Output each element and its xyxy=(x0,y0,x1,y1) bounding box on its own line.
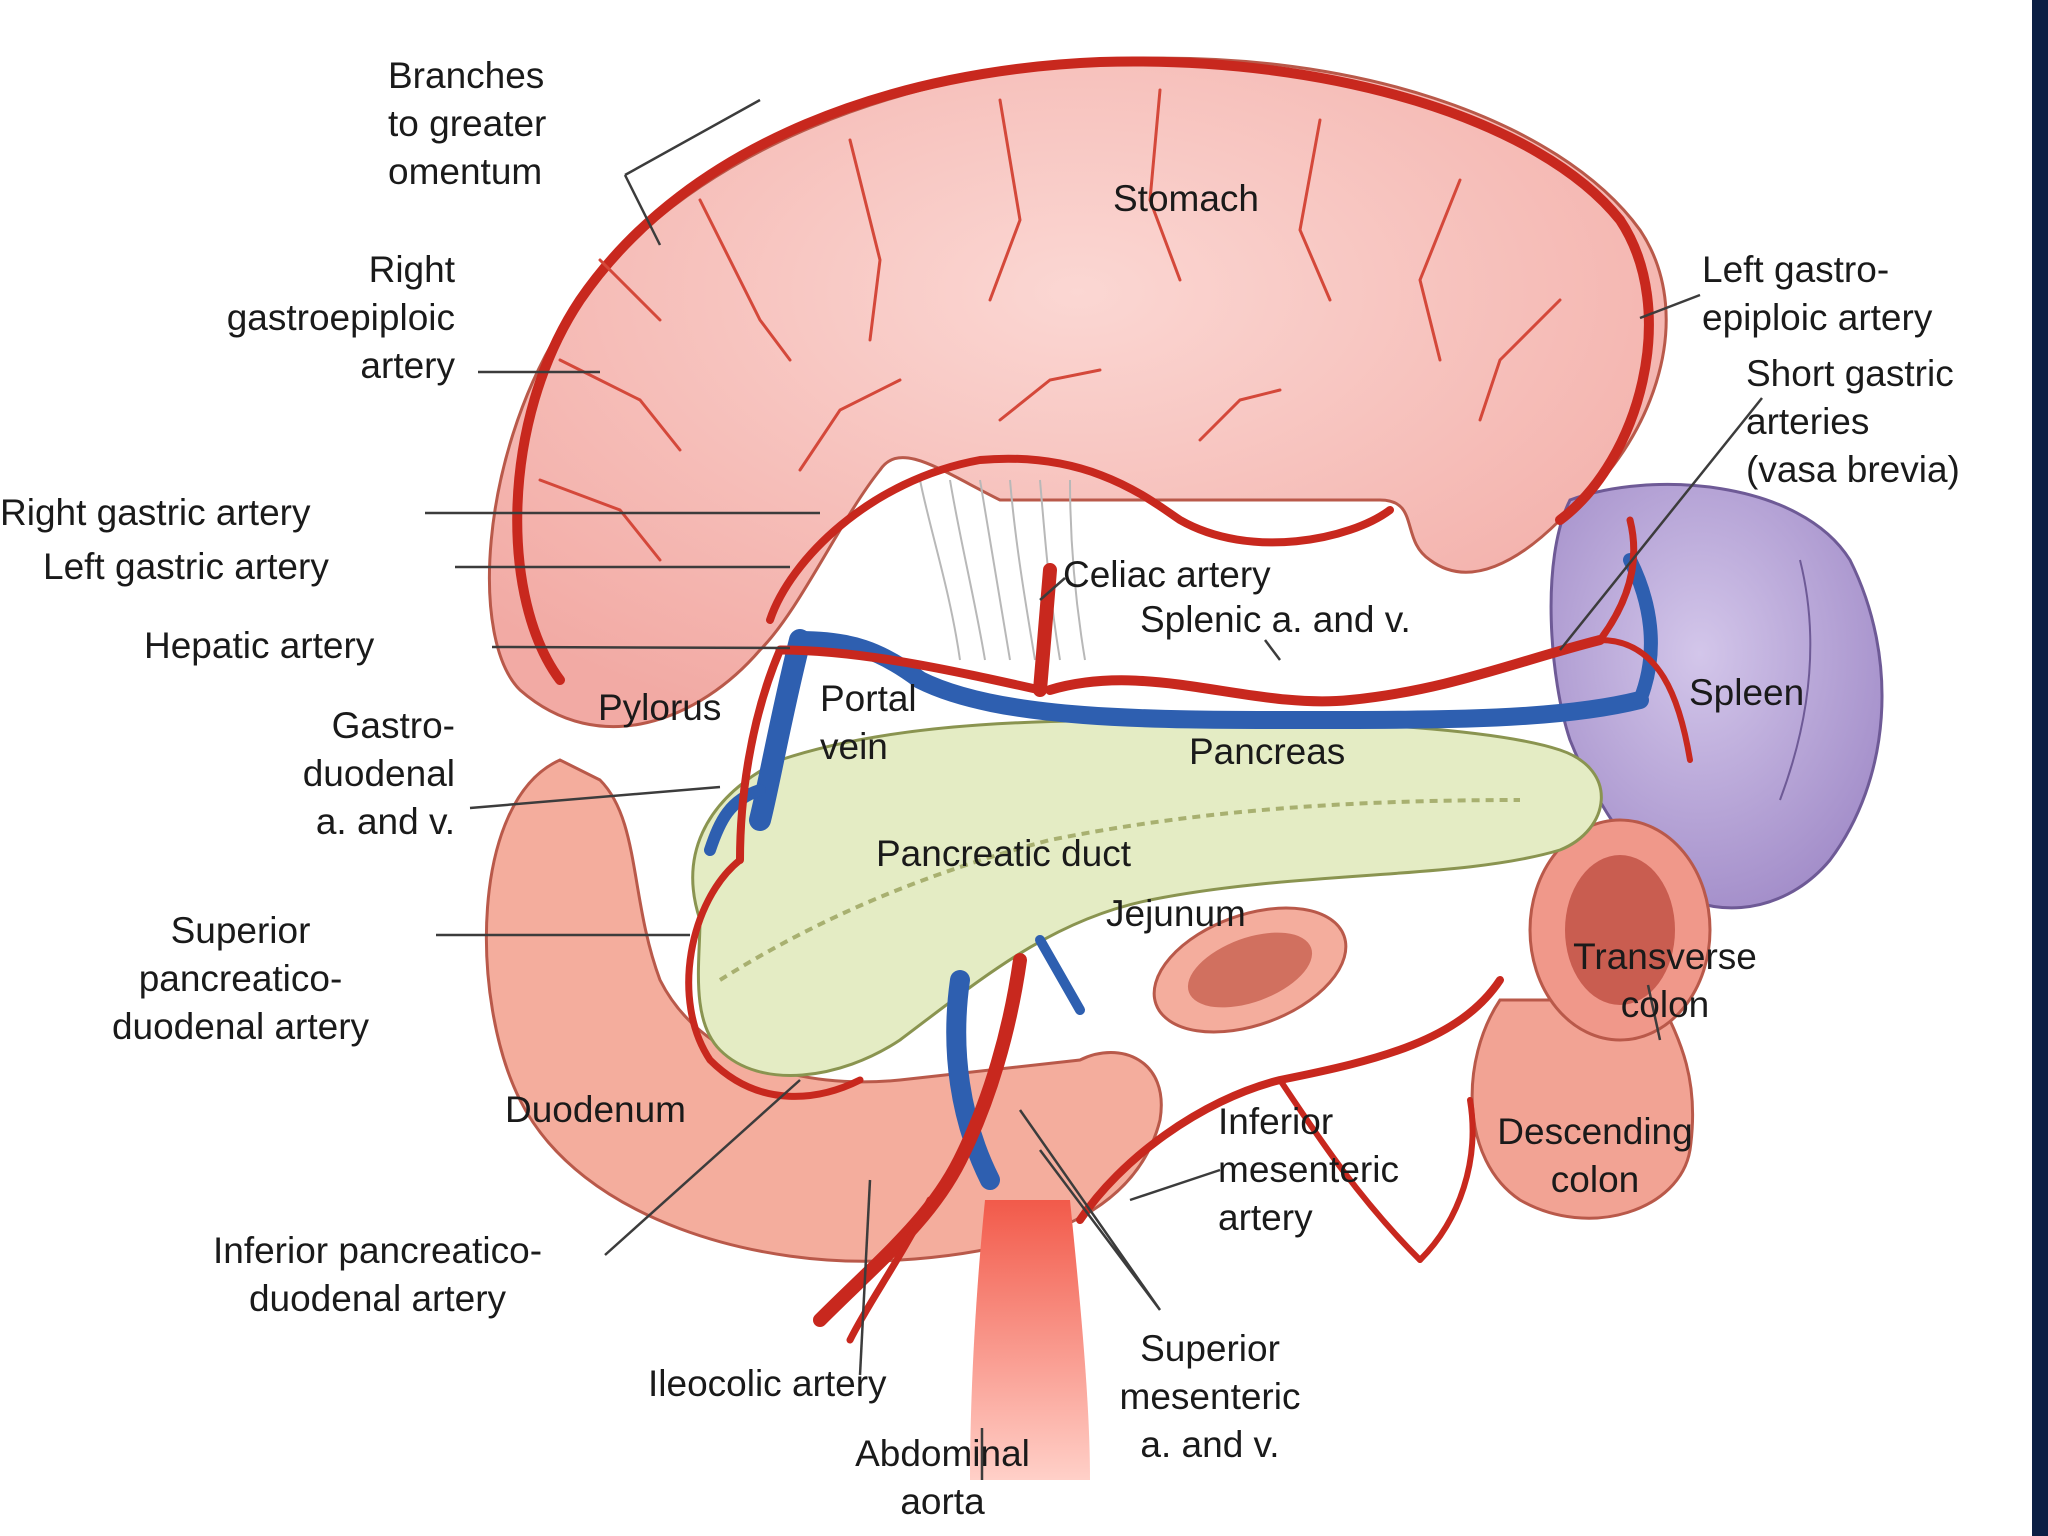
gastric-branch-network xyxy=(538,88,1562,562)
label-gastroduodenal-a-and-v: Gastro- duodenal a. and v. xyxy=(302,705,455,842)
label-celiac-artery: Celiac artery xyxy=(1063,554,1271,595)
label-abdominal-aorta: Abdominal aorta xyxy=(855,1433,1030,1522)
label-superior-mesenteric-a-and-v: Superior mesenteric a. and v. xyxy=(1119,1328,1301,1465)
label-superior-pancreaticoduodenal-artery: Superior pancreatico- duodenal artery xyxy=(111,910,370,1047)
hepatic-artery xyxy=(775,645,1045,695)
abdominal-aorta xyxy=(970,1200,1090,1480)
label-stomach: Stomach xyxy=(1113,178,1260,219)
label-inferior-mesenteric-artery: Inferior mesenteric artery xyxy=(1218,1101,1399,1238)
pancreaticoduodenal-arcade xyxy=(685,856,864,1100)
label-hepatic-artery: Hepatic artery xyxy=(144,625,375,666)
label-jejunum: Jejunum xyxy=(1106,893,1246,934)
arterial-system xyxy=(512,56,1693,1344)
superior-mesenteric-artery xyxy=(813,953,1027,1327)
lesser-omentum xyxy=(919,479,1086,661)
celiac-trunk xyxy=(1033,563,1057,697)
label-splenic-a-and-v: Splenic a. and v. xyxy=(1140,599,1411,640)
label-inferior-pancreaticoduodenal-artery: Inferior pancreatico- duodenal artery xyxy=(212,1230,543,1319)
slide-edge-bar xyxy=(2032,0,2048,1536)
leader-lines xyxy=(425,98,1763,1480)
label-short-gastric-arteries: Short gastric arteries (vasa brevia) xyxy=(1746,353,1960,490)
label-right-gastric-artery: Right gastric artery xyxy=(0,492,311,533)
label-branches-omentum: Branches to greater omentum xyxy=(388,55,547,192)
duodenum-shape xyxy=(484,758,1163,1263)
label-descending-colon: Descending colon xyxy=(1497,1111,1693,1200)
pancreas-shape xyxy=(691,718,1603,1077)
label-right-gastroepiploic-artery: Right gastroepiploic artery xyxy=(226,249,455,386)
label-transverse-colon: Transverse colon xyxy=(1573,936,1757,1025)
label-pancreatic-duct: Pancreatic duct xyxy=(876,833,1132,874)
label-left-gastroepiploic-artery: Left gastro- epiploic artery xyxy=(1702,249,1933,338)
label-left-gastric-artery: Left gastric artery xyxy=(43,546,329,587)
label-ileocolic-artery: Ileocolic artery xyxy=(648,1363,887,1404)
lesser-curvature-artery xyxy=(766,454,1394,624)
label-pancreas: Pancreas xyxy=(1189,731,1346,772)
ileocolic-branch xyxy=(846,1196,934,1344)
gastroduodenal-artery xyxy=(736,646,784,864)
label-spleen: Spleen xyxy=(1689,672,1805,713)
label-pylorus: Pylorus xyxy=(598,687,722,728)
greater-curvature-artery xyxy=(512,56,1654,685)
label-duodenum: Duodenum xyxy=(505,1089,687,1130)
label-portal-vein: Portal vein xyxy=(820,678,917,767)
splenic-artery xyxy=(1045,635,1605,707)
pancreatic-duct xyxy=(718,798,1521,982)
